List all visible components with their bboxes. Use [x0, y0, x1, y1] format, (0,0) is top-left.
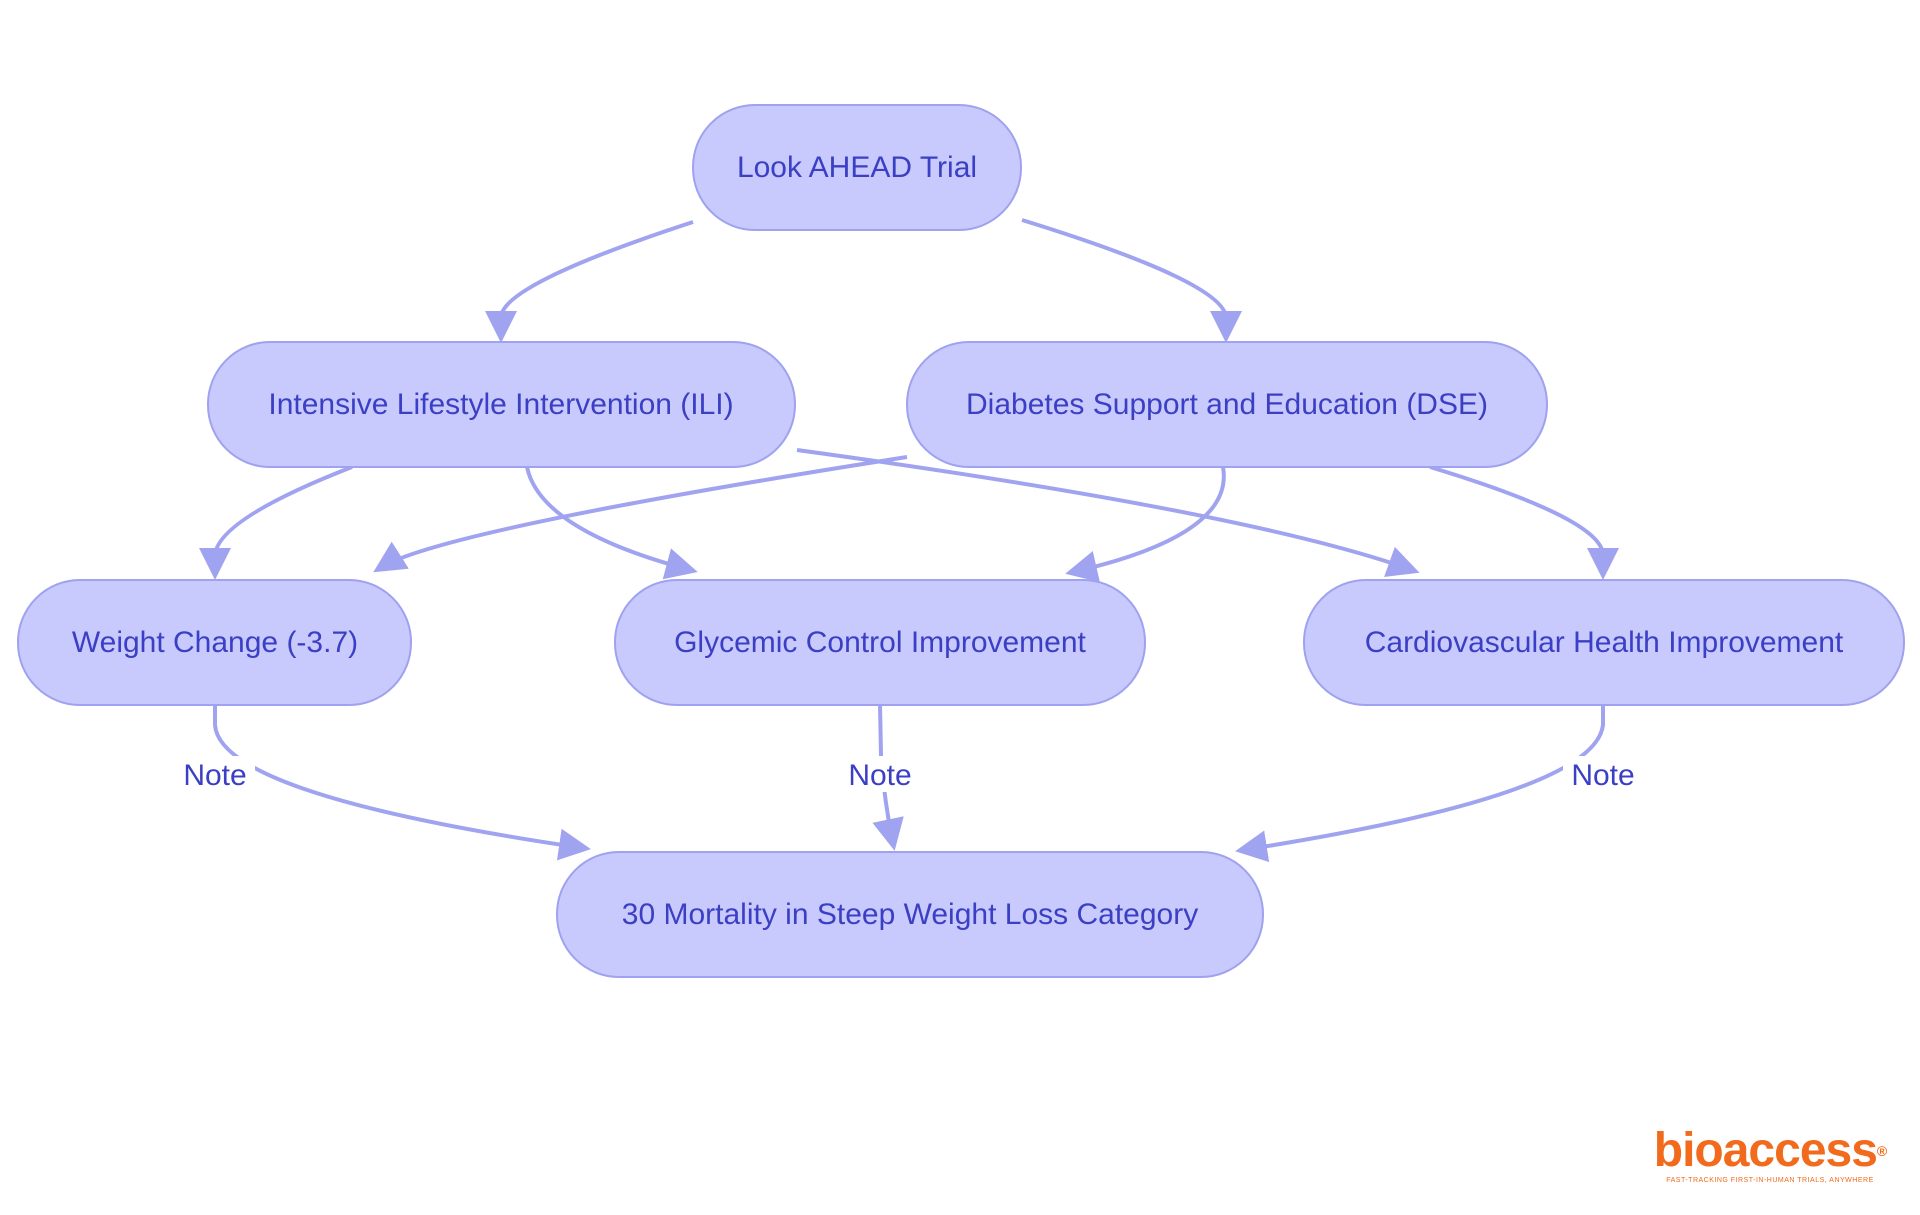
- node-weight-change[interactable]: Weight Change (-3.7): [17, 579, 412, 706]
- edge-dse-glycemic: [1065, 466, 1226, 583]
- logo-name: bioaccess: [1653, 1124, 1878, 1177]
- edge-label-glycemic-mortality: Note: [840, 756, 920, 792]
- node-label: 30 Mortality in Steep Weight Loss Catego…: [622, 898, 1198, 931]
- node-diabetes-support-education[interactable]: Diabetes Support and Education (DSE): [906, 341, 1548, 468]
- node-label: Glycemic Control Improvement: [674, 626, 1086, 659]
- edge-ili-cardio: [796, 448, 1420, 577]
- edge-trial-ili: [485, 220, 694, 343]
- node-look-ahead-trial[interactable]: Look AHEAD Trial: [692, 104, 1022, 231]
- node-label: Weight Change (-3.7): [72, 626, 358, 659]
- edge-labels-layer: Note Note Note: [175, 756, 1643, 792]
- edge-trial-dse: [1021, 218, 1242, 343]
- edge-ili-weight: [199, 465, 353, 580]
- edge-cardio-mortality: [1235, 705, 1605, 863]
- node-label: Cardiovascular Health Improvement: [1365, 626, 1844, 659]
- node-cardiovascular-health[interactable]: Cardiovascular Health Improvement: [1303, 579, 1905, 706]
- node-intensive-lifestyle-intervention[interactable]: Intensive Lifestyle Intervention (ILI): [207, 341, 796, 468]
- edge-ili-glycemic: [525, 466, 698, 580]
- edge-label-weight-mortality: Note: [175, 756, 255, 792]
- bioaccess-logo: bioaccess® FAST-TRACKING FIRST-IN-HUMAN …: [1650, 1127, 1890, 1185]
- node-label: Diabetes Support and Education (DSE): [966, 388, 1488, 421]
- edge-weight-mortality: [213, 705, 591, 861]
- nodes-layer: Look AHEAD Trial Intensive Lifestyle Int…: [17, 104, 1905, 978]
- node-mortality-steep-weight-loss[interactable]: 30 Mortality in Steep Weight Loss Catego…: [556, 851, 1264, 978]
- registered-mark-icon: ®: [1876, 1143, 1887, 1159]
- edge-label-text: Note: [848, 759, 911, 792]
- logo-wordmark: bioaccess®: [1650, 1127, 1890, 1175]
- node-label: Intensive Lifestyle Intervention (ILI): [268, 388, 733, 421]
- node-glycemic-control[interactable]: Glycemic Control Improvement: [614, 579, 1146, 706]
- edge-dse-weight: [373, 455, 908, 573]
- edge-label-text: Note: [183, 759, 246, 792]
- edges-layer: [199, 218, 1619, 863]
- edge-label-cardio-mortality: Note: [1563, 756, 1643, 792]
- node-label: Look AHEAD Trial: [737, 151, 977, 184]
- logo-tagline: FAST-TRACKING FIRST-IN-HUMAN TRIALS, ANY…: [1666, 1177, 1874, 1184]
- edge-dse-cardio: [1429, 465, 1619, 580]
- edge-label-text: Note: [1571, 759, 1634, 792]
